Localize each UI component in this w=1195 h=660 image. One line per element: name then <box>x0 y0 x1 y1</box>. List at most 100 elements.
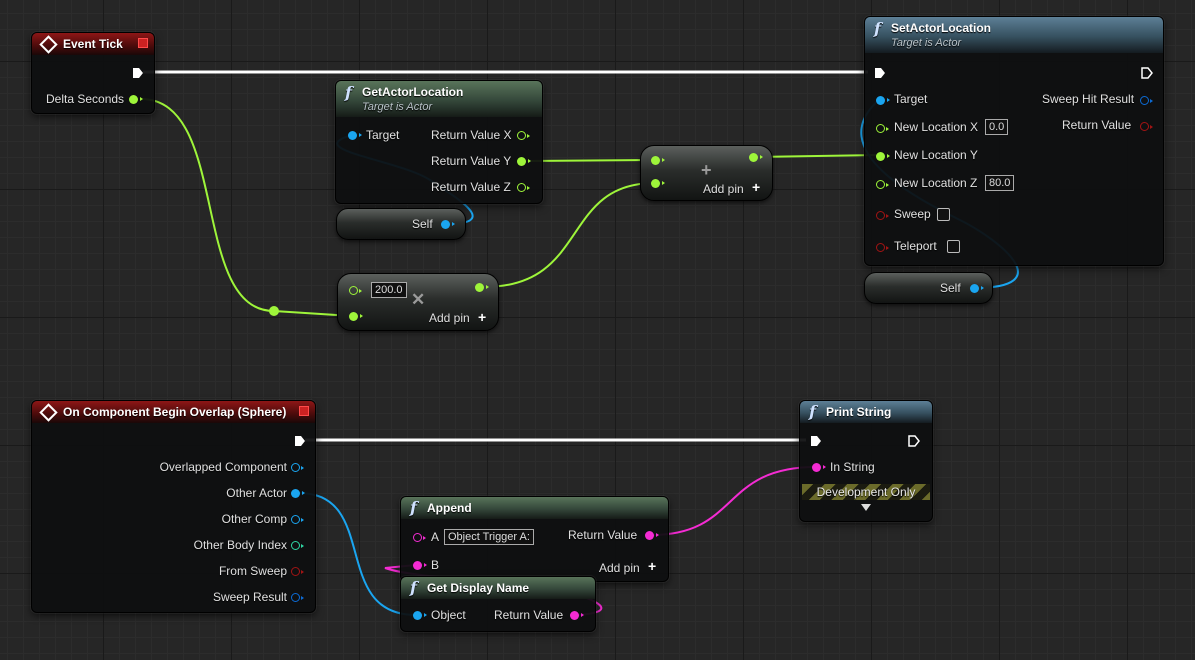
reroute-knot[interactable] <box>269 306 279 316</box>
event-tick-node[interactable]: Event Tick Delta Seconds <box>31 32 155 114</box>
new-location-y-pin[interactable] <box>876 152 890 161</box>
add-out-pin[interactable] <box>749 153 763 162</box>
multiply-add-pin-label[interactable]: Add pin <box>429 311 470 325</box>
get-display-name-title: Get Display Name <box>427 581 530 595</box>
exec-out-pin[interactable] <box>1141 67 1153 79</box>
multiply-in-b-pin[interactable] <box>349 312 363 321</box>
exec-in-pin[interactable] <box>874 67 886 79</box>
set-actor-location-header[interactable]: f SetActorLocation Target is Actor <box>865 17 1163 53</box>
self-pin-1[interactable] <box>441 220 455 229</box>
append-b-pin[interactable] <box>413 561 427 570</box>
target-pin[interactable] <box>876 96 890 105</box>
exec-in-pin[interactable] <box>810 435 822 447</box>
exec-out-pin[interactable] <box>908 435 920 447</box>
return-z-pin[interactable] <box>517 183 530 192</box>
function-icon: f <box>410 498 417 517</box>
print-string-title: Print String <box>826 405 892 419</box>
sweep-hit-result-label: Sweep Hit Result <box>1042 92 1135 106</box>
append-add-pin-label[interactable]: Add pin <box>599 561 640 575</box>
in-string-label: In String <box>830 460 875 474</box>
overlap-event-node[interactable]: On Component Begin Overlap (Sphere) Over… <box>31 400 316 613</box>
multiply-value-input[interactable]: 200.0 <box>371 282 407 298</box>
event-diamond-icon <box>39 34 58 54</box>
exec-out-pin[interactable] <box>132 67 144 79</box>
overlapped-component-label: Overlapped Component <box>159 460 287 474</box>
self-node-2[interactable]: Self <box>864 272 993 304</box>
event-delegate-icon[interactable] <box>299 406 309 416</box>
add-pin-label[interactable]: Add pin <box>703 182 744 196</box>
return-y-label: Return Value Y <box>431 154 512 168</box>
other-comp-label: Other Comp <box>221 512 287 526</box>
teleport-pin[interactable] <box>876 243 889 252</box>
print-string-header[interactable]: f Print String <box>800 401 932 423</box>
sweep-checkbox[interactable] <box>937 208 950 221</box>
new-location-x-pin[interactable] <box>876 124 889 133</box>
return-x-label: Return Value X <box>431 128 512 142</box>
return-x-pin[interactable] <box>517 131 530 140</box>
new-location-z-pin[interactable] <box>876 180 889 189</box>
append-header[interactable]: f Append <box>401 497 668 519</box>
print-string-node[interactable]: f Print String In String Development Onl… <box>799 400 933 522</box>
other-comp-pin[interactable] <box>291 515 304 524</box>
new-location-x-input[interactable]: 0.0 <box>985 119 1009 135</box>
other-body-index-label: Other Body Index <box>193 538 287 552</box>
append-return-pin[interactable] <box>645 531 659 540</box>
sweep-pin[interactable] <box>876 211 889 220</box>
self-pin-2[interactable] <box>970 284 984 293</box>
sweep-result-pin[interactable] <box>291 593 304 602</box>
multiply-add-pin-plus-icon[interactable]: + <box>478 309 487 325</box>
expand-arrow-icon[interactable] <box>861 504 871 511</box>
return-y-pin[interactable] <box>517 157 531 166</box>
wire-delta-seconds[interactable] <box>140 98 353 317</box>
from-sweep-pin[interactable] <box>291 567 304 576</box>
get-display-name-node[interactable]: f Get Display Name Object Return Value <box>400 576 596 632</box>
target-label: Target <box>366 128 400 142</box>
overlap-event-title: On Component Begin Overlap (Sphere) <box>63 405 287 419</box>
add-pin-plus-icon[interactable]: + <box>752 179 761 195</box>
multiply-in-a-pin[interactable] <box>349 286 362 295</box>
append-a-input[interactable]: Object Trigger A: <box>444 529 534 545</box>
add-in-a-pin[interactable] <box>651 156 665 165</box>
new-location-z-label: New Location Z <box>894 176 978 190</box>
wire-append-out[interactable] <box>650 466 817 536</box>
multiply-out-pin[interactable] <box>475 283 489 292</box>
event-tick-header[interactable]: Event Tick <box>32 33 154 55</box>
other-body-index-pin[interactable] <box>291 541 304 550</box>
wire-multiply-out[interactable] <box>483 182 656 288</box>
teleport-checkbox[interactable] <box>947 240 960 253</box>
set-actor-location-node[interactable]: f SetActorLocation Target is Actor Targe… <box>864 16 1164 266</box>
display-name-return-pin[interactable] <box>570 611 584 620</box>
target-pin[interactable] <box>348 131 362 140</box>
self-label-1: Self <box>412 217 433 231</box>
append-node[interactable]: f Append A Object Trigger A: Return Valu… <box>400 496 669 582</box>
get-actor-location-header[interactable]: f GetActorLocation Target is Actor <box>336 81 542 117</box>
event-delegate-icon[interactable] <box>138 38 148 48</box>
in-string-pin[interactable] <box>812 463 826 472</box>
wire-add-out[interactable] <box>757 154 881 158</box>
multiply-float-node[interactable]: 200.0 ✕ Add pin + <box>337 273 499 331</box>
new-location-z-input[interactable]: 80.0 <box>985 175 1015 191</box>
add-in-b-pin[interactable] <box>651 179 665 188</box>
get-display-name-header[interactable]: f Get Display Name <box>401 577 595 599</box>
new-location-y-label: New Location Y <box>894 148 978 162</box>
object-pin[interactable] <box>413 611 427 620</box>
delta-seconds-pin[interactable] <box>129 95 143 104</box>
get-actor-location-title: GetActorLocation <box>362 84 464 99</box>
wire-return-y[interactable] <box>526 159 656 162</box>
exec-out-pin[interactable] <box>294 435 306 447</box>
append-return-label: Return Value <box>568 528 638 542</box>
wire-other-actor[interactable] <box>298 492 417 616</box>
other-actor-pin[interactable] <box>291 489 305 498</box>
append-add-pin-plus-icon[interactable]: + <box>648 558 657 574</box>
sweep-hit-result-pin[interactable] <box>1140 96 1153 105</box>
new-location-x-label: New Location X <box>894 120 979 134</box>
self-node-1[interactable]: Self <box>336 208 466 240</box>
append-a-pin[interactable] <box>413 533 426 542</box>
add-float-node[interactable]: + Add pin + <box>640 145 773 201</box>
event-diamond-icon <box>39 402 58 422</box>
return-value-pin[interactable] <box>1140 122 1153 131</box>
overlapped-component-pin[interactable] <box>291 463 304 472</box>
get-actor-location-node[interactable]: f GetActorLocation Target is Actor Targe… <box>335 80 543 204</box>
set-actor-location-subtitle: Target is Actor <box>891 36 962 49</box>
overlap-event-header[interactable]: On Component Begin Overlap (Sphere) <box>32 401 315 423</box>
